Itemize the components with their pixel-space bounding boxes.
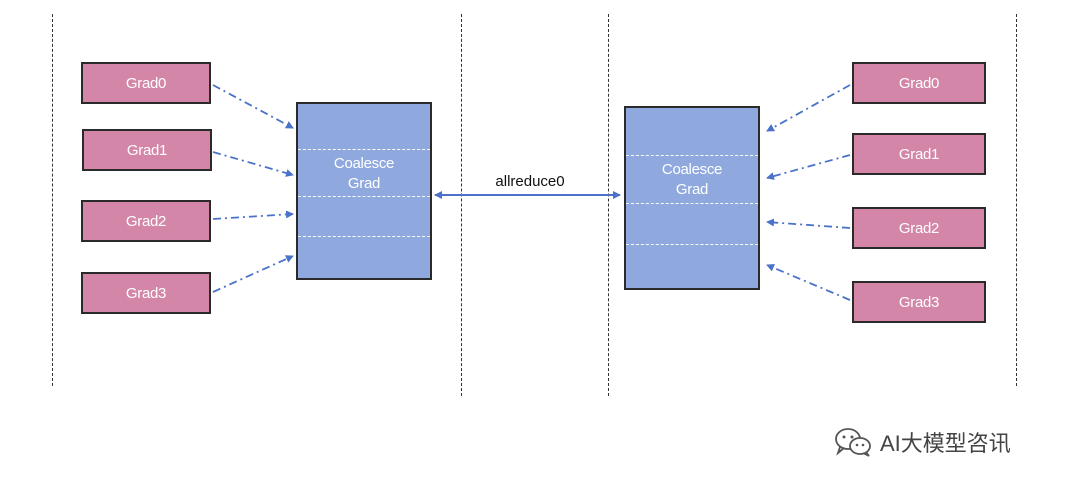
right-grad3-box: Grad3 — [852, 281, 986, 323]
right-grad0-box: Grad0 — [852, 62, 986, 104]
separator-right-inner — [608, 14, 609, 396]
right-coalesce-label: Coalesce Grad — [661, 161, 723, 198]
left-coalesce-box: Coalesce Grad — [296, 102, 432, 280]
left-grad1-box: Grad1 — [82, 129, 212, 171]
right-grad2-box: Grad2 — [852, 207, 986, 249]
watermark: AI大模型咨讯 — [834, 424, 1011, 460]
separator-left-outer — [52, 14, 53, 386]
right-coalesce-box: Coalesce Grad — [624, 106, 760, 290]
right-coalesce-divider-3 — [626, 244, 758, 245]
arrow-left-grad0 — [212, 84, 294, 129]
right-grad1-box: Grad1 — [852, 133, 986, 175]
watermark-text: AI大模型咨讯 — [880, 431, 1011, 456]
arrow-left-grad1 — [212, 151, 294, 177]
arrow-right-grad0 — [766, 84, 851, 132]
left-grad2-box: Grad2 — [81, 200, 211, 242]
separator-left-inner — [461, 14, 462, 396]
arrow-right-grad1 — [766, 154, 851, 180]
arrow-right-grad2 — [766, 218, 851, 229]
separator-right-outer — [1016, 14, 1017, 386]
left-coalesce-divider-1 — [298, 149, 430, 150]
left-grad3-box: Grad3 — [81, 272, 211, 314]
arrow-left-grad3 — [212, 255, 294, 293]
allreduce-label: allreduce0 — [495, 173, 565, 190]
right-coalesce-divider-1 — [626, 155, 758, 156]
arrow-right-grad3 — [766, 264, 851, 301]
left-grad0-box: Grad0 — [81, 62, 211, 104]
arrow-left-grad2 — [212, 210, 294, 220]
left-coalesce-divider-3 — [298, 236, 430, 237]
right-coalesce-divider-2 — [626, 203, 758, 204]
left-coalesce-divider-2 — [298, 196, 430, 197]
wechat-icon — [835, 428, 871, 457]
left-coalesce-label: Coalesce Grad — [333, 155, 395, 192]
